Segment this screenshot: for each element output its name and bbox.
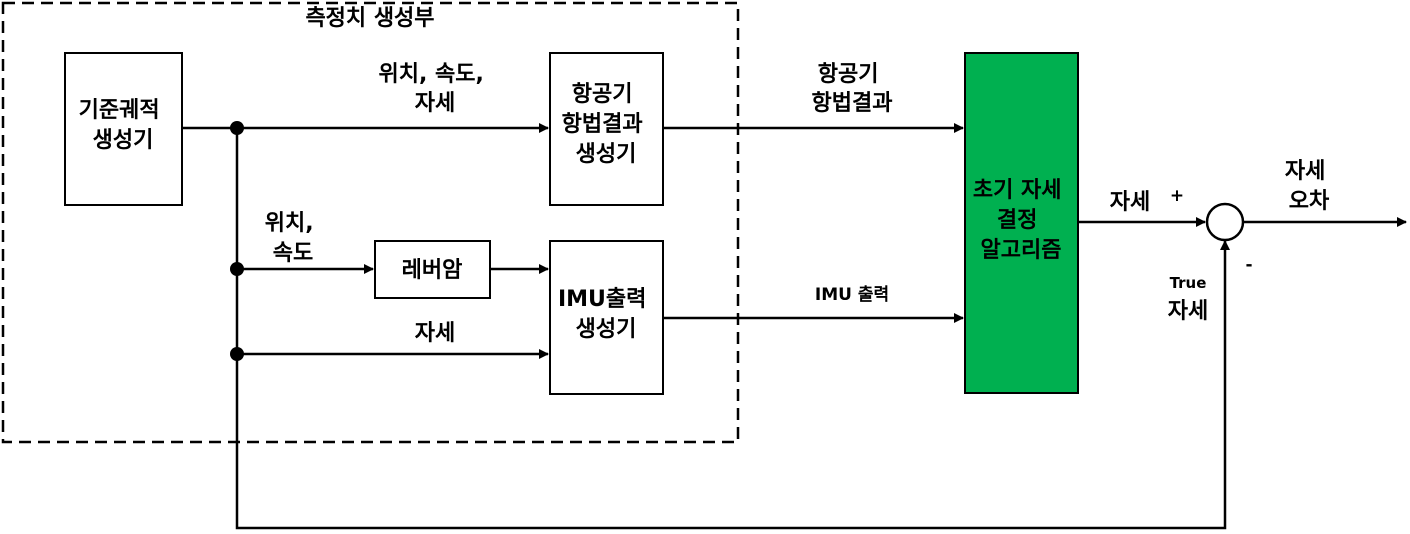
initial-attitude-algorithm-block [964, 52, 1079, 394]
signal-aircraft-nav-result-label: 항공기 항법결과 [812, 62, 893, 116]
signal-pos-vel-label: 위치, 속도 [265, 211, 322, 266]
reference-generator-block [64, 52, 183, 206]
junction-dot-attitude [230, 347, 244, 361]
reference-generator-label: 기준궤적 생성기 [79, 98, 168, 153]
junction-dot-lever [230, 262, 244, 276]
imu-generator-block [549, 240, 664, 395]
signal-pos-vel-att-label: 위치, 속도, 자세 [378, 62, 491, 116]
lever-arm-block [374, 240, 491, 299]
lever-arm-label: 레버암 [402, 258, 463, 283]
group-title: 측정치 생성부 [305, 6, 434, 31]
imu-generator-label: IMU출력 생성기 [558, 287, 654, 342]
true-label: True [1170, 274, 1207, 292]
aircraft-nav-generator-label: 항공기 항법결과 생성기 [562, 82, 651, 167]
summing-junction [1205, 202, 1245, 242]
plus-sign: + [1170, 186, 1184, 206]
attitude-error-label: 자세 오차 [1285, 159, 1333, 214]
minus-sign: - [1245, 255, 1252, 275]
aircraft-nav-generator-block [549, 52, 664, 206]
signal-imu-output-label: IMU 출력 [815, 285, 889, 305]
initial-attitude-algorithm-label: 초기 자세 결정 알고리즘 [973, 178, 1069, 263]
signal-attitude-label: 자세 [415, 321, 455, 346]
wire-vertical-bus [235, 128, 1230, 530]
signal-estimated-attitude-label: 자세 [1110, 190, 1150, 215]
junction-dot-top [230, 121, 244, 135]
measurement-generator-group [1, 1, 740, 444]
true-attitude-label: 자세 [1168, 299, 1208, 324]
